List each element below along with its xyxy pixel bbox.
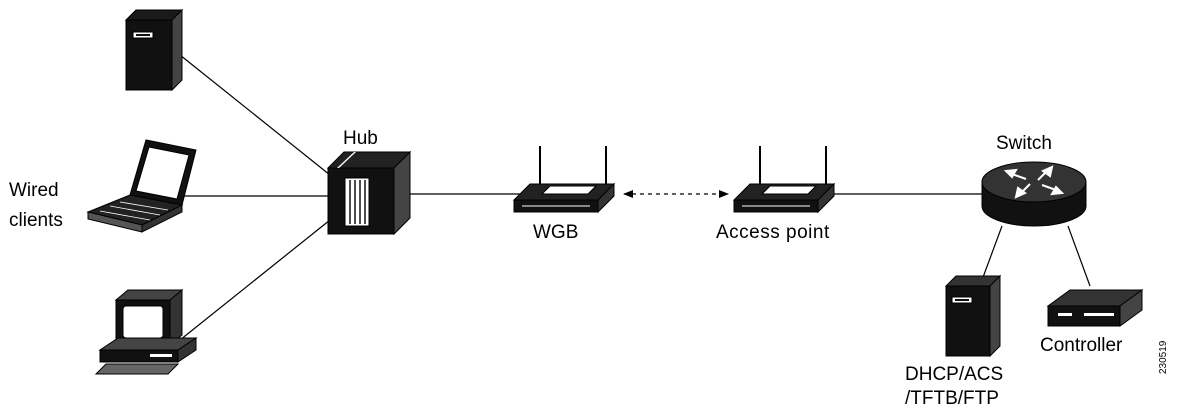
server-label-line2: /TFTB/FTP	[905, 388, 999, 409]
hub-label: Hub	[343, 128, 378, 149]
wireless-router-icon	[512, 146, 616, 214]
controller-label: Controller	[1040, 335, 1123, 356]
router-switch-icon	[981, 161, 1087, 227]
link-desktop-to-hub	[179, 219, 331, 341]
access-point-label: Access point	[716, 222, 830, 243]
switch-label: Switch	[996, 133, 1052, 154]
desktop-computer-icon	[94, 288, 198, 375]
wireless-router-icon	[732, 146, 836, 214]
link-switch-to-controller	[1067, 225, 1091, 287]
figure-id: 230519	[1158, 340, 1169, 374]
link-switch-to-server	[981, 225, 1003, 281]
wired-clients-label-line1: Wired	[9, 180, 59, 201]
tower-server-icon	[944, 274, 1002, 358]
wired-clients-label-line2: clients	[9, 210, 63, 231]
wgb-label: WGB	[533, 222, 579, 243]
link-tower-to-hub	[179, 54, 331, 176]
connection-lines	[178, 54, 1091, 341]
controller-appliance-icon	[1046, 289, 1144, 327]
tower-server-icon	[124, 8, 184, 92]
laptop-icon	[86, 139, 197, 233]
server-label-line1: DHCP/ACS	[905, 364, 1004, 385]
hub-icon	[326, 150, 412, 236]
